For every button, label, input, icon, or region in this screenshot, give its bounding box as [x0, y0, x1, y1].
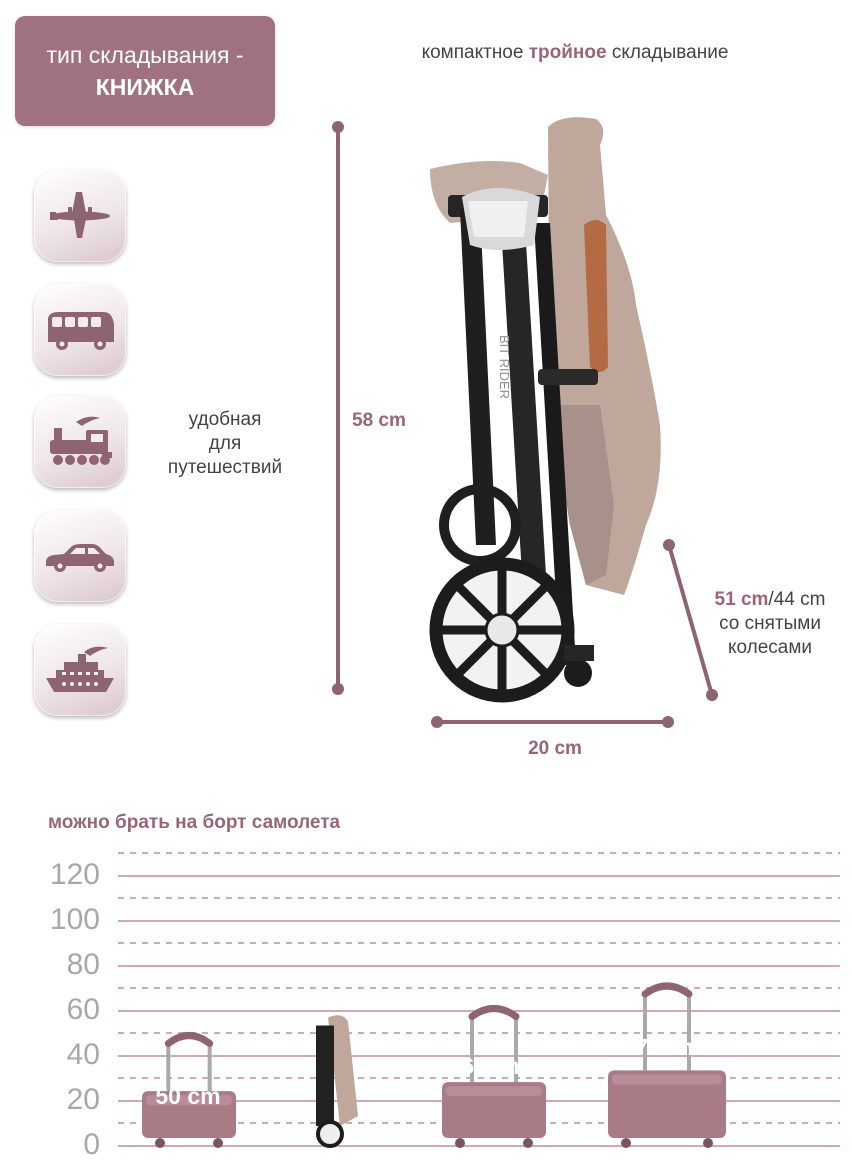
- y-tick-80: 80: [66, 948, 100, 981]
- depth-note-line2: колесами: [727, 637, 813, 658]
- bus-icon: [48, 312, 114, 350]
- width-label: 20 cm: [528, 738, 582, 759]
- height-line-bottom: [332, 683, 344, 695]
- tile-bus: [34, 284, 126, 376]
- bar-wheel-right-3: [703, 1138, 713, 1148]
- y-tick-0: 0: [83, 1128, 100, 1161]
- tile-airplane: [34, 170, 126, 262]
- bar-wheel-left-0: [155, 1138, 165, 1148]
- y-tick-20: 20: [66, 1083, 100, 1116]
- y-tick-120: 120: [49, 858, 100, 891]
- train-icon: [50, 416, 112, 465]
- travel-text: удобная для путешествий: [140, 408, 310, 480]
- bar-grip-0: [164, 1032, 214, 1047]
- depth-line: [667, 544, 714, 696]
- depth-accent: 51 cm: [714, 589, 769, 610]
- airplane-icon: [50, 192, 110, 238]
- ship-icon: [46, 646, 114, 692]
- fold-type-line2: КНИЖКА: [95, 74, 195, 100]
- dimension-lines: [332, 121, 718, 728]
- depth-label: 51 cm/44 cm со снятыми колесами: [690, 588, 850, 660]
- bar-grip-3: [641, 982, 693, 998]
- height-line-top: [332, 121, 344, 133]
- tile-car: [34, 510, 126, 602]
- height-label: 58 cm: [352, 410, 406, 431]
- bar-wheel-left-3: [621, 1138, 631, 1148]
- subtitle-pre: компактное: [421, 42, 524, 63]
- fold-type-badge: тип складывания - КНИЖКА: [15, 16, 275, 126]
- chart-title: можно брать на борт самолета: [48, 812, 341, 833]
- depth-rest: /44 cm: [768, 589, 826, 610]
- travel-line2: для: [208, 433, 242, 454]
- bar-top-3: [612, 1074, 722, 1085]
- bar-top-2: [446, 1086, 542, 1097]
- folded-stroller-image: BIT RIDER: [429, 117, 661, 703]
- y-tick-40: 40: [66, 1038, 100, 1071]
- chart-bars: [142, 982, 726, 1148]
- stroller-brand-text: BIT RIDER: [497, 335, 512, 399]
- subtitle-post: складывание: [611, 42, 729, 63]
- bar-top-0: [146, 1095, 232, 1106]
- travel-line3: путешествий: [167, 457, 283, 478]
- width-line-left: [431, 716, 443, 728]
- bar-stroller-mini: [316, 1015, 358, 1148]
- subtitle-accent: тройное: [528, 42, 607, 63]
- tile-ship: [34, 624, 126, 716]
- bar-grip-2: [468, 1005, 520, 1020]
- bar-label-62: 62 cm: [461, 1053, 527, 1079]
- car-icon: [46, 544, 114, 572]
- tile-train: [34, 396, 126, 488]
- fold-type-line1: тип складывания -: [46, 42, 244, 68]
- bar-wheel-left-2: [455, 1138, 465, 1148]
- bar-label-50: 50 cm: [155, 1083, 221, 1109]
- travel-line1: удобная: [188, 409, 262, 430]
- width-line-right: [662, 716, 674, 728]
- bar-body-3: [608, 1070, 726, 1138]
- y-tick-60: 60: [66, 993, 100, 1026]
- depth-note-line1: со снятыми: [719, 613, 821, 634]
- depth-line-top: [663, 539, 675, 551]
- bar-wheel-right-0: [213, 1138, 223, 1148]
- fold-subtitle: компактное тройное складывание: [360, 42, 790, 64]
- y-tick-100: 100: [49, 903, 100, 936]
- bar-label-72: 72 cm: [635, 1034, 701, 1060]
- depth-line-bottom: [706, 689, 718, 701]
- bar-wheel-right-2: [523, 1138, 533, 1148]
